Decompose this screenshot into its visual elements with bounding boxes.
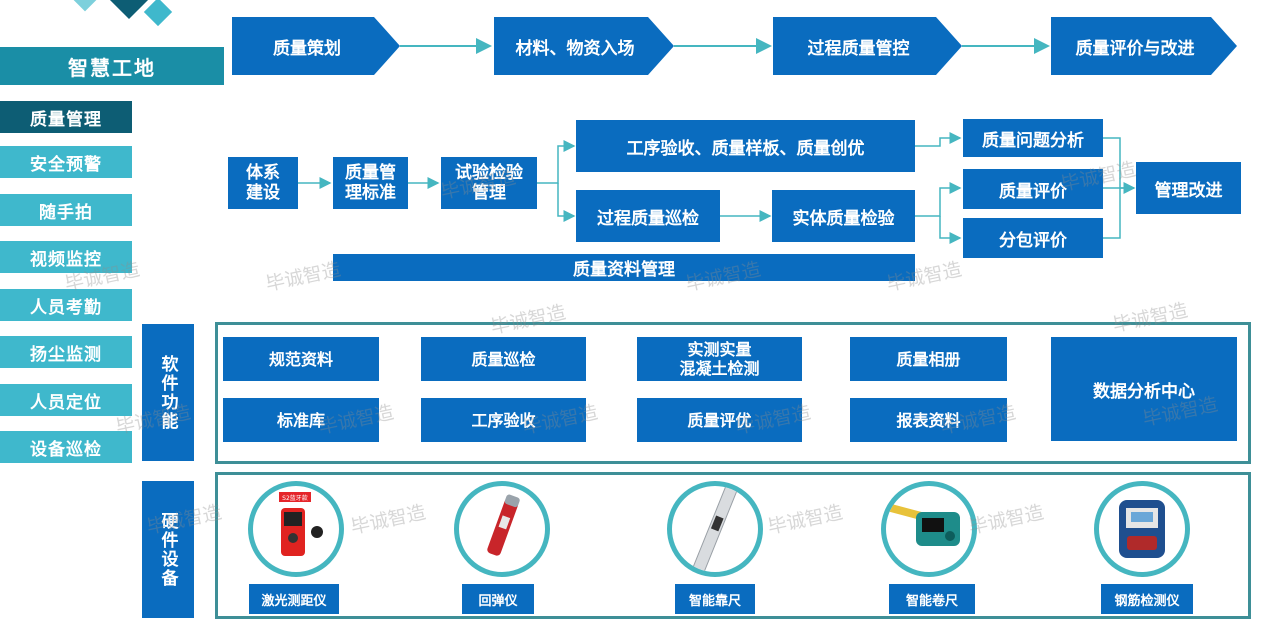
sidebar-item-snapshot[interactable]: 随手拍	[0, 194, 132, 226]
flow-subcontract: 分包评价	[963, 218, 1103, 258]
software-spec-docs[interactable]: 规范资料	[223, 337, 379, 381]
rebar-detector-icon	[1094, 481, 1190, 577]
sidebar-item-quality[interactable]: 质量管理	[0, 101, 132, 133]
flow-system: 体系 建设	[228, 157, 298, 209]
smart-tape-measure-icon	[881, 481, 977, 577]
flow-problem: 质量问题分析	[963, 119, 1103, 157]
laser-rangefinder-icon: S2蓝牙款	[248, 481, 344, 577]
flow-documents: 质量资料管理	[333, 254, 915, 281]
device-label-tape: 智能卷尺	[889, 584, 975, 614]
device-label-rebar: 钢筋检测仪	[1101, 584, 1193, 614]
software-process-acceptance[interactable]: 工序验收	[421, 398, 586, 442]
device-label-ruler: 智能靠尺	[675, 584, 755, 614]
device-label-rebound: 回弹仪	[462, 584, 534, 614]
flow-standard: 质量管 理标准	[333, 157, 408, 209]
software-measurement[interactable]: 实测实量 混凝土检测	[637, 337, 802, 381]
process-step-evaluation: 质量评价与改进	[1051, 17, 1237, 75]
sidebar-item-attendance[interactable]: 人员考勤	[0, 289, 132, 321]
sidebar-item-location[interactable]: 人员定位	[0, 384, 132, 416]
sidebar-item-dust[interactable]: 扬尘监测	[0, 336, 132, 368]
process-step-materials: 材料、物资入场	[494, 17, 674, 75]
flow-patrol: 过程质量巡检	[576, 190, 720, 242]
rebound-hammer-icon	[454, 481, 550, 577]
flow-acceptance: 工序验收、质量样板、质量创优	[576, 120, 915, 172]
flow-improvement: 管理改进	[1136, 162, 1241, 214]
sidebar-item-inspection[interactable]: 设备巡检	[0, 431, 132, 463]
smart-ruler-icon	[667, 481, 763, 577]
flow-evaluation: 质量评价	[963, 169, 1103, 209]
device-screen-text: S2蓝牙款	[282, 494, 308, 502]
software-panel	[215, 322, 1251, 464]
software-album[interactable]: 质量相册	[850, 337, 1007, 381]
software-reports[interactable]: 报表资料	[850, 398, 1007, 442]
software-label: 软件功能	[142, 324, 194, 461]
device-label-laser: 激光测距仪	[249, 584, 339, 614]
software-data-center[interactable]: 数据分析中心	[1051, 337, 1237, 441]
hardware-label: 硬件设备	[142, 481, 194, 618]
software-standard-lib[interactable]: 标准库	[223, 398, 379, 442]
process-step-control: 过程质量管控	[773, 17, 962, 75]
flow-testing: 试验检验 管理	[441, 157, 537, 209]
sidebar-item-safety[interactable]: 安全预警	[0, 146, 132, 178]
sidebar-item-video[interactable]: 视频监控	[0, 241, 132, 273]
software-quality-award[interactable]: 质量评优	[637, 398, 802, 442]
brand-title: 智慧工地	[0, 47, 224, 85]
hardware-panel	[215, 472, 1251, 619]
flow-entity: 实体质量检验	[772, 190, 915, 242]
software-quality-patrol[interactable]: 质量巡检	[421, 337, 586, 381]
process-step-planning: 质量策划	[232, 17, 400, 75]
